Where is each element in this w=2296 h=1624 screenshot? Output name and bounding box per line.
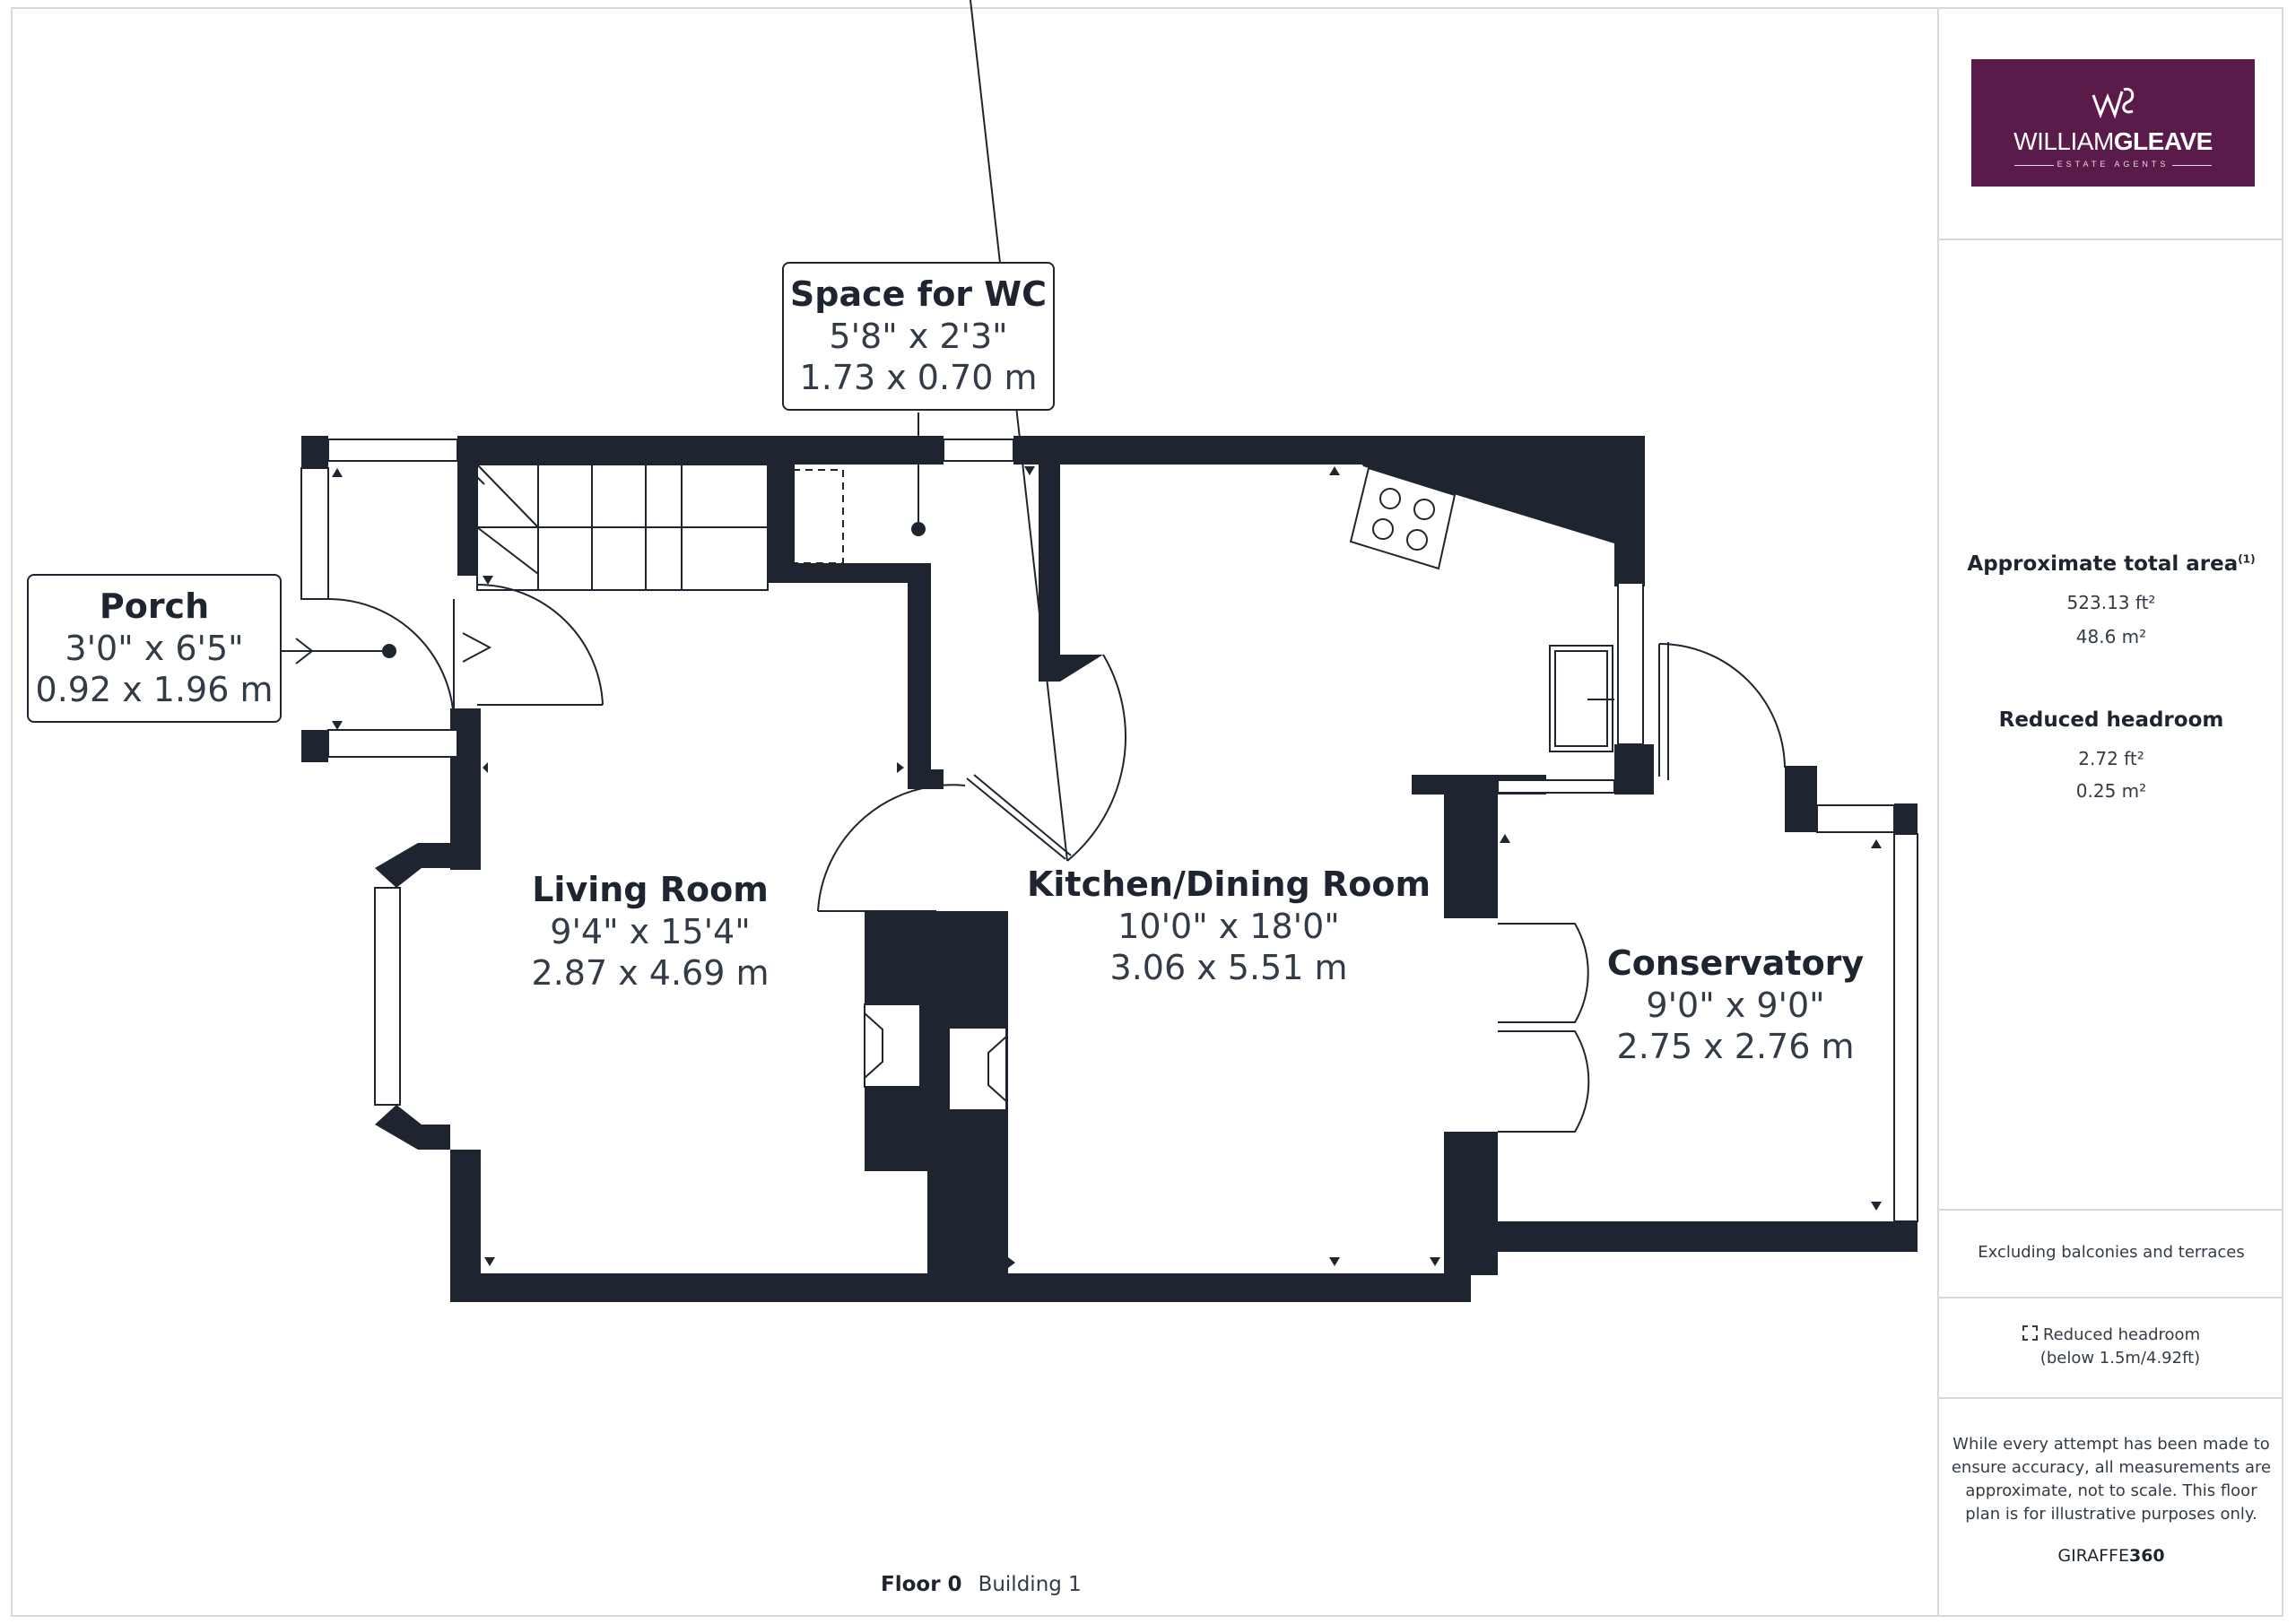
sidebar-divider xyxy=(1939,1297,2283,1298)
brand-name-light: WILLIAM xyxy=(2013,127,2114,155)
disclaimer: While every attempt has been made to ens… xyxy=(1939,1433,2283,1526)
measure-markers xyxy=(332,466,1882,1268)
sidebar-divider xyxy=(1939,239,2283,240)
reduced-headroom-heading: Reduced headroom xyxy=(1998,708,2224,732)
brand-name-bold: GLEAVE xyxy=(2113,127,2213,155)
porch-room-metric: 0.92 x 1.96 m xyxy=(35,670,274,709)
sidebar-divider xyxy=(1939,1397,2283,1399)
disclaimer-line: approximate, not to scale. This floor xyxy=(1965,1481,2257,1500)
logo-rule-right xyxy=(2172,165,2212,166)
kitchen-room-metric: 3.06 x 5.51 m xyxy=(1109,948,1348,987)
living-room-label: Living Room 9'4" x 15'4" 2.87 x 4.69 m xyxy=(502,868,798,994)
total-area-heading: Approximate total area(1) xyxy=(1939,552,2283,576)
conservatory-label: Conservatory 9'0" x 9'0" 2.75 x 2.76 m xyxy=(1587,942,1883,1067)
page-frame xyxy=(11,7,2283,1617)
porch-label-box: Porch 3'0" x 6'5" 0.92 x 1.96 m xyxy=(27,574,282,723)
wc-room-name: Space for WC xyxy=(789,274,1048,314)
living-entry-arrow-icon xyxy=(462,632,492,663)
walls xyxy=(301,436,1918,1302)
floor-label: Floor 0 xyxy=(881,1573,962,1596)
living-room-metric: 2.87 x 4.69 m xyxy=(531,953,770,993)
credit-light: GIRAFFE xyxy=(2057,1546,2129,1566)
conservatory-room-metric: 2.75 x 2.76 m xyxy=(1616,1027,1855,1066)
stairs xyxy=(465,464,769,591)
porch-room-name: Porch xyxy=(99,586,210,626)
total-area-ft: 523.13 ft² xyxy=(2066,592,2156,613)
dashed-square-icon xyxy=(2022,1325,2038,1341)
total-area-m: 48.6 m² xyxy=(2075,626,2147,647)
total-area-label: Approximate total area xyxy=(1967,552,2239,576)
brand-monogram-icon xyxy=(2092,87,2135,119)
wc-room-metric: 1.73 x 0.70 m xyxy=(799,358,1038,397)
excluding-note: Excluding balconies and terraces xyxy=(1978,1243,2245,1262)
kitchen-room-name: Kitchen/Dining Room xyxy=(1026,864,1431,904)
wc-room-imperial: 5'8" x 2'3" xyxy=(829,317,1008,356)
floor-footer: Floor 0 Building 1 xyxy=(881,1573,1082,1596)
building-label: Building 1 xyxy=(978,1573,1082,1596)
brand-subtitle: ESTATE AGENTS xyxy=(2057,160,2170,169)
disclaimer-line: plan is for illustrative purposes only. xyxy=(1965,1505,2257,1524)
conservatory-room-imperial: 9'0" x 9'0" xyxy=(1646,986,1825,1025)
wc-label-box: Space for WC 5'8" x 2'3" 1.73 x 0.70 m xyxy=(782,262,1055,411)
info-sidebar: WILLIAMGLEAVE ESTATE AGENTS Approximate … xyxy=(1937,7,2283,1617)
credit-bold: 360 xyxy=(2128,1546,2165,1566)
total-area-footnote: (1) xyxy=(2238,552,2256,566)
brand-name: WILLIAMGLEAVE xyxy=(1971,127,2255,156)
sink-icon xyxy=(1549,645,1614,752)
porch-room-imperial: 3'0" x 6'5" xyxy=(65,629,244,668)
reduced-headroom-legend: Reduced headroom (below 1.5m/4.92ft) xyxy=(1939,1324,2283,1370)
logo-rule-left xyxy=(2014,165,2054,166)
reduced-headroom-ft: 2.72 ft² xyxy=(2078,748,2144,769)
reduced-headroom-m: 0.25 m² xyxy=(2075,780,2147,802)
hob-icon xyxy=(1349,466,1457,570)
conservatory-room-name: Conservatory xyxy=(1606,943,1865,983)
reduced-headroom-area xyxy=(792,469,844,564)
porch-pointer-dot xyxy=(382,644,396,658)
living-room-name: Living Room xyxy=(532,870,769,909)
legend-line-2: (below 1.5m/4.92ft) xyxy=(2039,1349,2201,1368)
porch-entry-arrow-icon xyxy=(295,638,314,664)
disclaimer-line: While every attempt has been made to xyxy=(1952,1435,2270,1454)
legend-line-1: Reduced headroom xyxy=(2042,1325,2201,1344)
fireplace-alcoves xyxy=(864,1003,1007,1111)
doors xyxy=(327,0,1786,1133)
credit: GIRAFFE360 xyxy=(1939,1546,2283,1566)
wc-pointer-dot xyxy=(911,522,926,536)
sidebar-divider xyxy=(1939,1209,2283,1211)
disclaimer-line: ensure accuracy, all measurements are xyxy=(1951,1458,2272,1477)
kitchen-label: Kitchen/Dining Room 10'0" x 18'0" 3.06 x… xyxy=(1013,863,1444,988)
living-room-imperial: 9'4" x 15'4" xyxy=(550,912,751,951)
windows xyxy=(300,439,1918,1222)
kitchen-room-imperial: 10'0" x 18'0" xyxy=(1118,907,1340,946)
brand-logo: WILLIAMGLEAVE ESTATE AGENTS xyxy=(1971,59,2255,187)
